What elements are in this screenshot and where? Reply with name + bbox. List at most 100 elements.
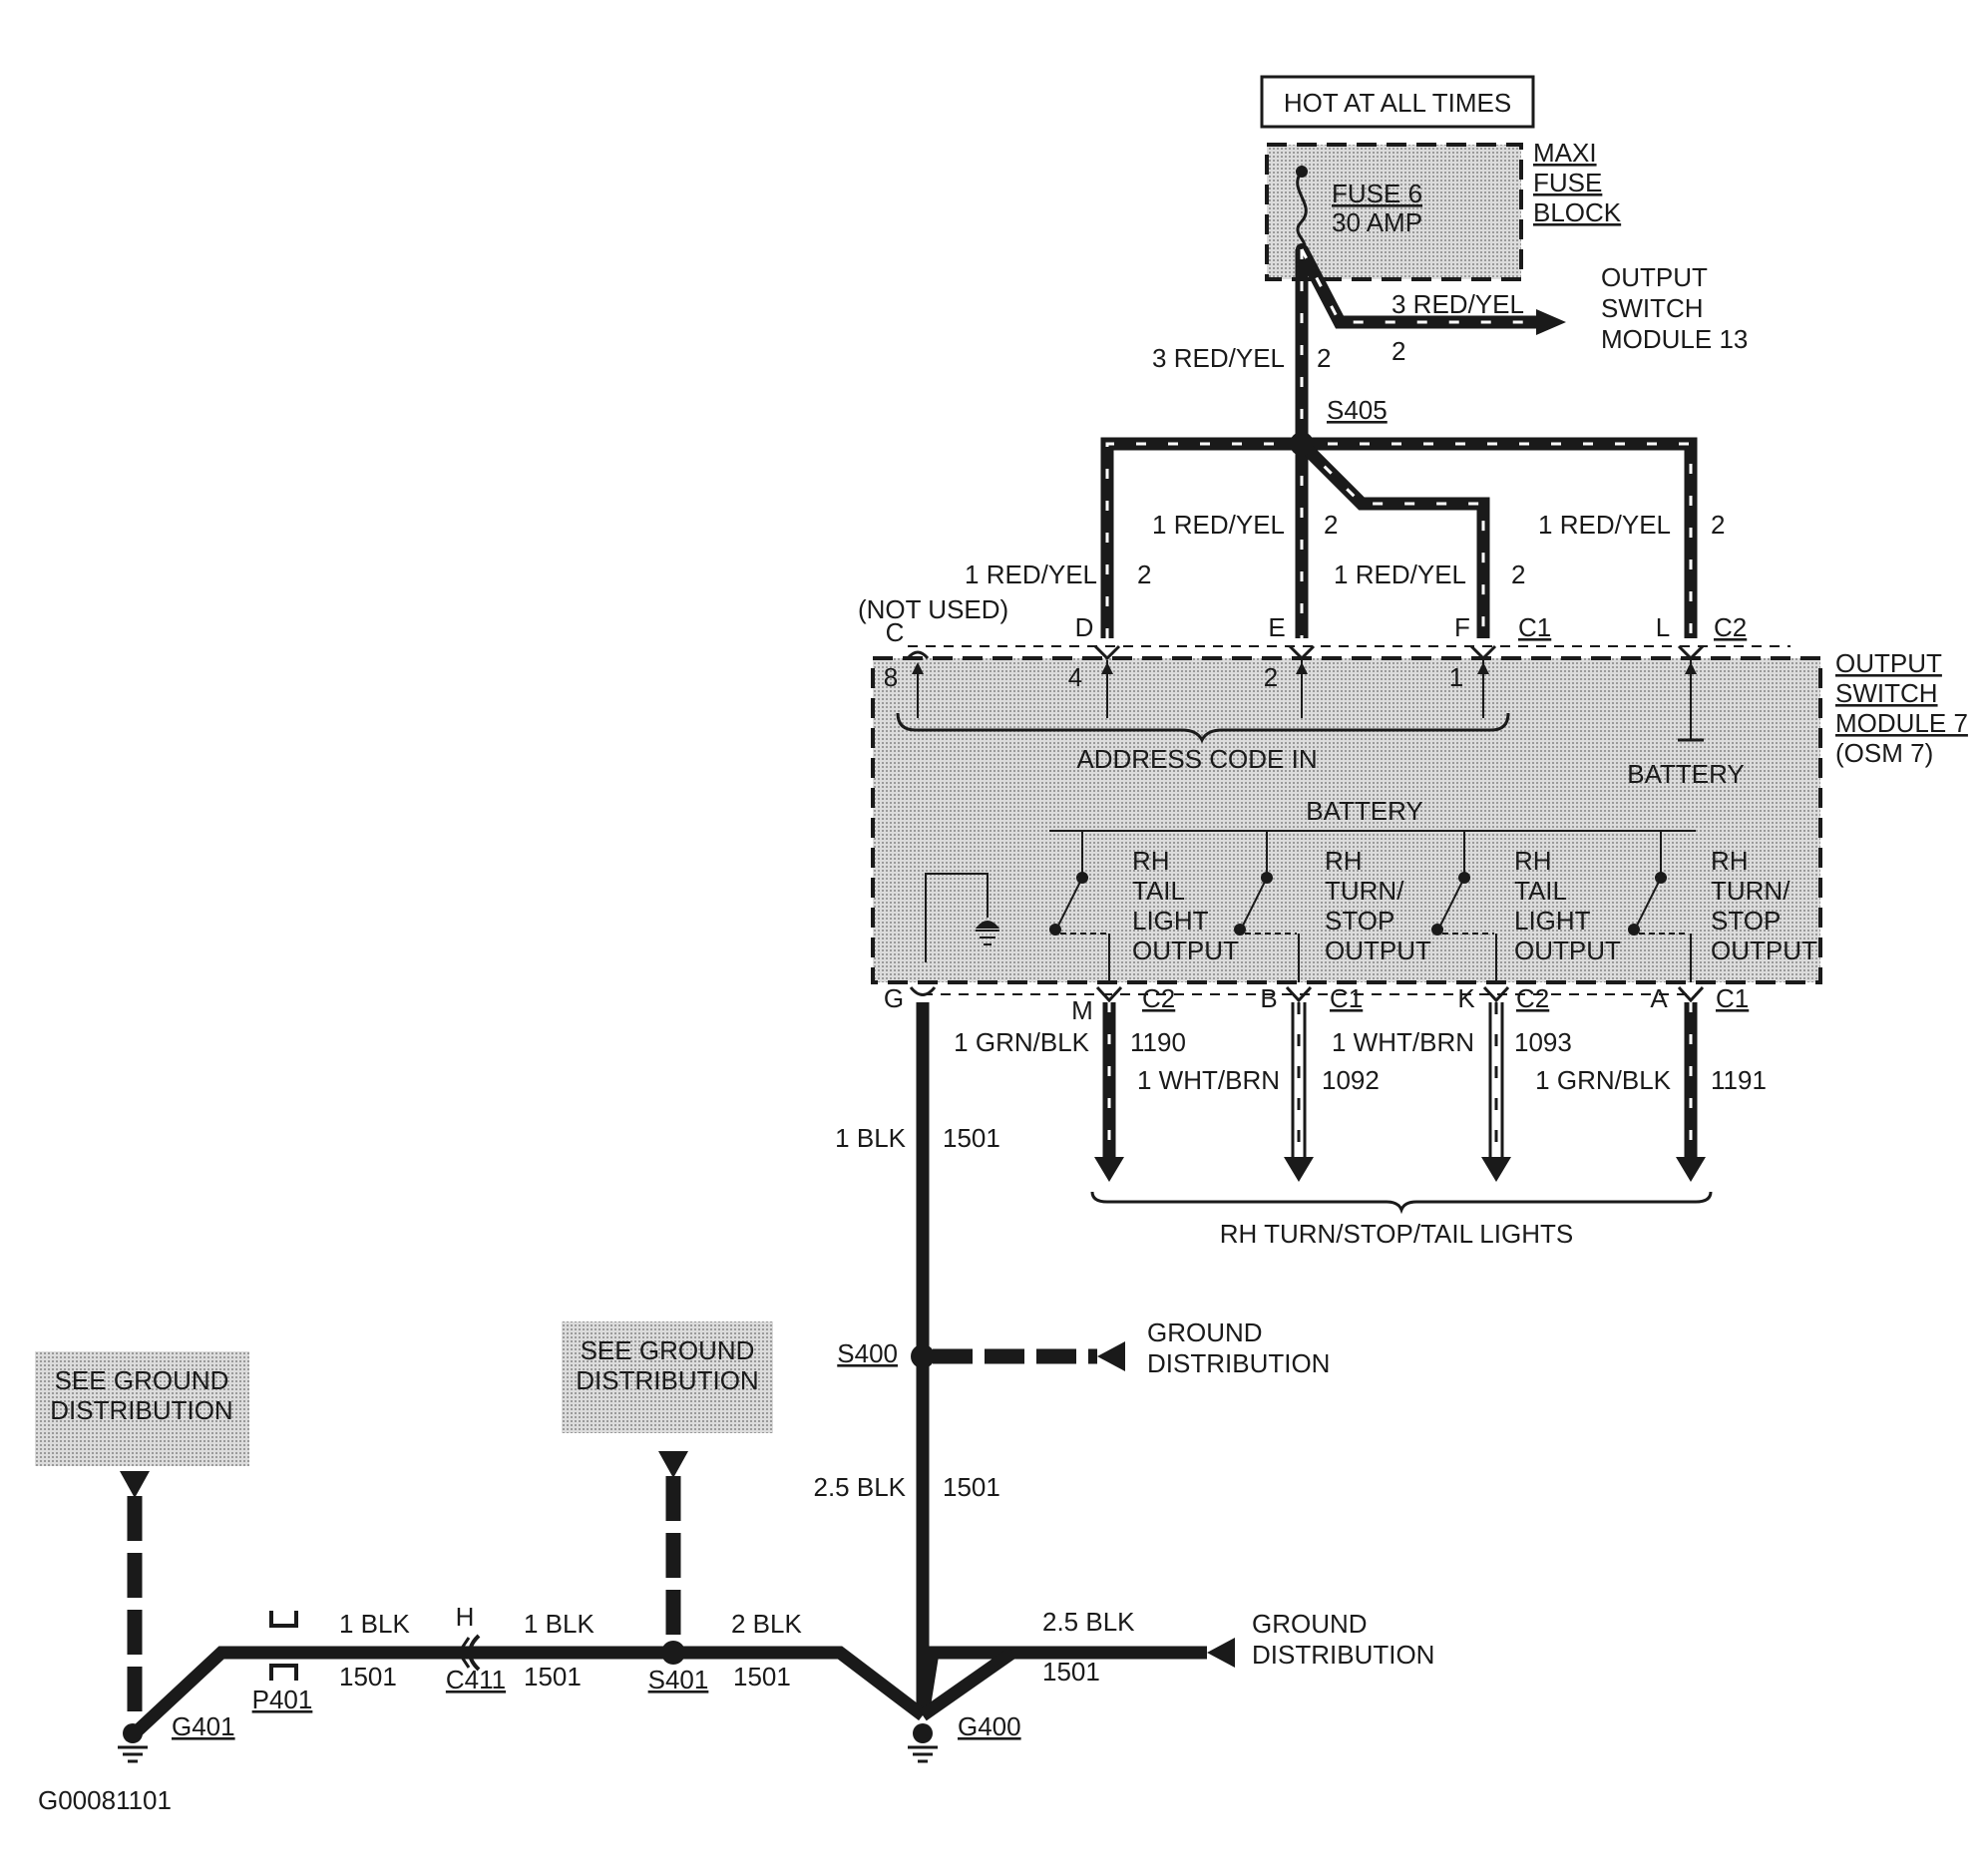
g401-ground-symbol	[118, 1723, 148, 1763]
out2-line1: RH	[1325, 846, 1363, 876]
red-yel-wires	[1100, 245, 1698, 638]
hot-label: HOT AT ALL TIMES	[1284, 88, 1511, 118]
pin-f-letter: F	[1454, 612, 1470, 642]
s401-wire-num: 1501	[733, 1662, 791, 1691]
out3-line1: RH	[1514, 846, 1552, 876]
out3-line2: TAIL	[1514, 876, 1567, 906]
g401-label: G401	[172, 1711, 235, 1741]
p401-wire-label: 1 BLK	[339, 1609, 410, 1639]
out4-line4: OUTPUT	[1711, 936, 1817, 965]
out2-line2: TURN/	[1325, 876, 1404, 906]
module-name-3: MODULE 7	[1835, 708, 1968, 738]
out4-line1: RH	[1711, 846, 1749, 876]
s401-label: S401	[648, 1665, 709, 1694]
fuse-rating: 30 AMP	[1332, 207, 1422, 237]
p401-label: P401	[252, 1685, 313, 1714]
module-name-2: SWITCH	[1835, 678, 1938, 708]
branch-d-num: 2	[1137, 560, 1151, 589]
c411-connector	[468, 1634, 481, 1672]
pin-a-letter: A	[1650, 983, 1668, 1013]
osm13-dest-1: OUTPUT	[1601, 262, 1708, 292]
bottom-connector-pins	[909, 985, 1705, 1003]
pin-g-letter: G	[884, 983, 904, 1013]
pin-m-letter: M	[1071, 995, 1093, 1025]
out-wire-1191-num: 1191	[1711, 1065, 1767, 1095]
g400-right-link	[919, 1647, 1016, 1721]
out3-line4: OUTPUT	[1514, 936, 1621, 965]
out4-line3: STOP	[1711, 906, 1781, 936]
fuse-block-label-1: MAXI	[1533, 138, 1597, 168]
s400-dist-arrow	[1097, 1341, 1125, 1371]
pin-m-conn: C2	[1142, 983, 1175, 1013]
p401-connector-symbol	[269, 1611, 298, 1681]
branch-e-num: 2	[1324, 510, 1338, 540]
out1-line2: TAIL	[1132, 876, 1185, 906]
s400-splice-dot	[911, 1344, 935, 1368]
s400-label: S400	[837, 1338, 898, 1368]
s400-dist-2: DISTRIBUTION	[1147, 1348, 1330, 1378]
osm13-dest-2: SWITCH	[1601, 293, 1704, 323]
output-labels: RH TAIL LIGHT OUTPUT RH TURN/ STOP OUTPU…	[1132, 846, 1817, 965]
output-switch-module-7: OUTPUT SWITCH MODULE 7 (OSM 7) (NOT USED…	[858, 594, 1968, 995]
out1-line4: OUTPUT	[1132, 936, 1239, 965]
out2-line4: OUTPUT	[1325, 936, 1431, 965]
pin-b-conn: C1	[1330, 983, 1363, 1013]
right-dist-1: GROUND	[1252, 1609, 1368, 1639]
c411-letter: H	[456, 1602, 475, 1632]
ground-circuit-symbol	[925, 873, 1000, 962]
c411-connector-cup	[457, 1637, 471, 1669]
not-used-label: (NOT USED)	[858, 594, 1008, 624]
pin-d-letter: D	[1075, 612, 1094, 642]
out-wire-1092-label: 1 WHT/BRN	[1137, 1065, 1280, 1095]
maxi-fuse-block: FUSE 6 30 AMP MAXI FUSE BLOCK	[1265, 138, 1622, 281]
feed-wire-label: 3 RED/YEL	[1152, 343, 1285, 373]
out-wire-1093-num: 1093	[1514, 1027, 1572, 1057]
lower-wire-num: 1501	[943, 1472, 1000, 1502]
battery-label-mid: BATTERY	[1306, 796, 1423, 826]
top-c2-label: C2	[1714, 612, 1747, 642]
see-box-1-line1: SEE GROUND	[55, 1365, 229, 1395]
address-code-label: ADDRESS CODE IN	[1076, 744, 1317, 774]
pin-c-letter: C	[886, 617, 905, 647]
out-wire-1191-label: 1 GRN/BLK	[1535, 1065, 1671, 1095]
see-box-2-line1: SEE GROUND	[581, 1335, 755, 1365]
branch-l-label: 1 RED/YEL	[1538, 510, 1671, 540]
pin-k-letter: K	[1457, 983, 1475, 1013]
out-wire-1093-label: 1 WHT/BRN	[1332, 1027, 1474, 1057]
right-wire-label: 2.5 BLK	[1042, 1607, 1135, 1637]
osm13-arrow	[1536, 309, 1566, 335]
out-wire-1190-label: 1 GRN/BLK	[954, 1027, 1089, 1057]
g400-ground-symbol	[908, 1723, 938, 1763]
lights-brace	[1090, 1191, 1713, 1215]
s401-dist-arrow	[658, 1451, 688, 1478]
battery-label-right: BATTERY	[1627, 759, 1745, 789]
hot-at-all-times-box: HOT AT ALL TIMES	[1260, 75, 1535, 129]
feed-wire-num: 2	[1317, 343, 1331, 373]
fuse-block-label-3: BLOCK	[1533, 197, 1622, 227]
out2-line3: STOP	[1325, 906, 1394, 936]
branch-d-label: 1 RED/YEL	[965, 560, 1097, 589]
osm13-wire-num: 2	[1392, 336, 1405, 366]
lights-label: RH TURN/STOP/TAIL LIGHTS	[1220, 1219, 1573, 1249]
g-wire-label: 1 BLK	[835, 1123, 906, 1153]
out-wire-1092-num: 1092	[1322, 1065, 1380, 1095]
branch-e-label: 1 RED/YEL	[1152, 510, 1285, 540]
s405-label: S405	[1327, 395, 1388, 425]
lower-wire-label: 2.5 BLK	[813, 1472, 906, 1502]
right-wire-num: 1501	[1042, 1657, 1100, 1687]
g400-label: G400	[958, 1711, 1021, 1741]
p401-wire-num: 1501	[339, 1662, 397, 1691]
out1-line3: LIGHT	[1132, 906, 1209, 936]
out-wire-1190-num: 1190	[1130, 1027, 1186, 1057]
pin-f-num: 1	[1449, 662, 1463, 692]
module-abbrev: (OSM 7)	[1835, 738, 1933, 768]
s400-dist-1: GROUND	[1147, 1317, 1263, 1347]
module-name-1: OUTPUT	[1835, 648, 1942, 678]
pin-k-conn: C2	[1516, 983, 1549, 1013]
out3-line3: LIGHT	[1514, 906, 1591, 936]
see-ground-box-1: SEE GROUND DISTRIBUTION	[35, 1351, 249, 1466]
c411-label: C411	[446, 1665, 506, 1694]
s401-wire-label: 2 BLK	[731, 1609, 802, 1639]
pin-e-letter: E	[1268, 612, 1285, 642]
